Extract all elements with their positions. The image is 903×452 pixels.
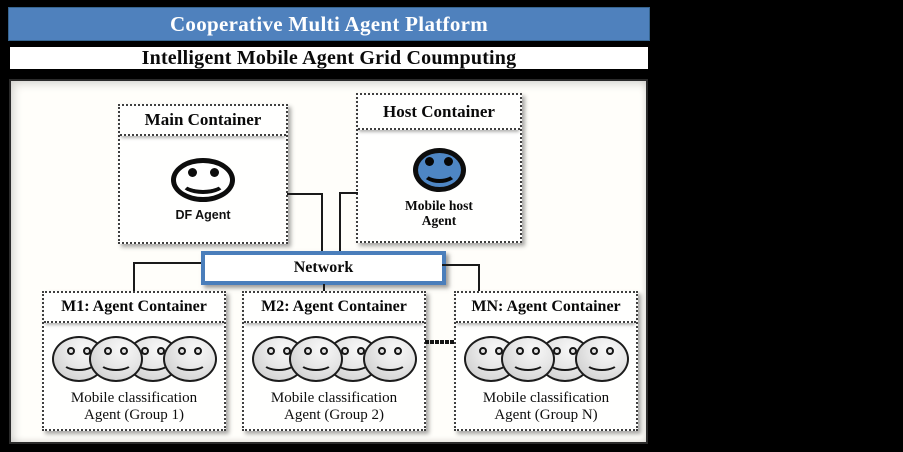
classification-agent-smiley-icon	[162, 336, 217, 382]
network-label: Network	[293, 259, 354, 276]
agent-container-m1-title: M1: Agent Container	[61, 298, 207, 315]
smiley-eyes	[425, 157, 453, 166]
main-container-box: Main Container DF Agent	[118, 104, 288, 244]
agent-container-mn: MN: Agent Container Mobile classificatio…	[454, 291, 638, 431]
smiley-mouth	[372, 354, 407, 371]
agent-group-caption-line2: Agent (Group 1)	[84, 406, 184, 423]
host-container-title: Host Container	[383, 101, 495, 121]
agent-container-m1-header: M1: Agent Container	[44, 293, 224, 323]
smiley-mouth	[584, 354, 619, 371]
main-container-header: Main Container	[120, 106, 286, 136]
classification-agent-smiley-icon	[574, 336, 629, 382]
diagram-panel: Main Container DF Agent Host Container M…	[9, 79, 648, 444]
main-container-title: Main Container	[144, 110, 262, 129]
smiley-eye	[425, 157, 434, 166]
agent-group-caption: Mobile classification Agent (Group 2)	[271, 390, 397, 423]
smiley-mouth	[421, 162, 457, 183]
agent-group-icons	[463, 336, 629, 382]
connector-network-to-m1-v	[133, 262, 135, 291]
continuation-ellipsis-icon	[425, 340, 457, 344]
smiley-mouth	[98, 354, 133, 371]
connector-main-to-network-h	[287, 193, 323, 195]
agent-group-caption-line2: Agent (Group 2)	[284, 406, 384, 423]
host-container-box: Host Container Mobile host Agent	[356, 93, 522, 243]
connector-network-to-mn-h	[442, 264, 480, 266]
host-container-header: Host Container	[358, 95, 520, 130]
agent-group-caption-line1: Mobile classification	[482, 390, 610, 406]
platform-title-bar: Cooperative Multi Agent Platform	[8, 7, 650, 41]
agent-group-caption-line1: Mobile classification	[70, 390, 198, 406]
connector-network-to-m1-h	[133, 262, 201, 264]
agent-group-icons	[251, 336, 417, 382]
agent-container-m2-header: M2: Agent Container	[244, 293, 424, 323]
agent-group-caption: Mobile classification Agent (Group 1)	[71, 390, 197, 423]
connector-main-to-network-v	[321, 193, 323, 251]
agent-container-m2-title: M2: Agent Container	[261, 298, 407, 315]
subtitle-bar: Intelligent Mobile Agent Grid Coumputing	[8, 45, 650, 71]
platform-title: Cooperative Multi Agent Platform	[169, 11, 489, 36]
agent-group-icons	[51, 336, 217, 382]
mobile-host-agent-label-line2: Agent	[421, 213, 457, 228]
connector-network-to-mn-v	[478, 264, 480, 291]
subtitle-text: Intelligent Mobile Agent Grid Coumputing	[141, 46, 517, 69]
smiley-mouth	[135, 354, 170, 371]
connector-network-to-m2-v	[323, 284, 325, 291]
network-box: Network	[201, 251, 446, 285]
mobile-host-agent-label-line1: Mobile host	[405, 198, 473, 213]
agent-container-mn-title: MN: Agent Container	[471, 298, 621, 315]
agent-group-caption: Mobile classification Agent (Group N)	[483, 390, 609, 423]
classification-agent-smiley-icon	[500, 336, 555, 382]
smiley-mouth	[473, 354, 508, 371]
agent-group-caption-line1: Mobile classification	[270, 390, 398, 406]
smiley-mouth	[298, 354, 333, 371]
smiley-mouth	[180, 171, 226, 194]
connector-host-to-network-h	[339, 192, 358, 194]
agent-container-m2: M2: Agent Container Mobile classificatio…	[242, 291, 426, 431]
classification-agent-smiley-icon	[362, 336, 417, 382]
smiley-mouth	[61, 354, 96, 371]
classification-agent-smiley-icon	[88, 336, 143, 382]
df-agent-label: DF Agent	[175, 208, 231, 222]
smiley-eye	[444, 157, 453, 166]
agent-container-mn-header: MN: Agent Container	[456, 293, 636, 323]
mobile-host-agent-label: Mobile host Agent	[405, 198, 473, 228]
agent-container-m1: M1: Agent Container Mobile classificatio…	[42, 291, 226, 431]
df-agent-smiley-icon	[171, 158, 235, 202]
smiley-mouth	[172, 354, 207, 371]
agent-group-caption-line2: Agent (Group N)	[494, 406, 598, 423]
classification-agent-smiley-icon	[288, 336, 343, 382]
connector-host-to-network-v	[339, 192, 341, 251]
mobile-host-agent-smiley-icon	[412, 148, 466, 192]
smiley-mouth	[335, 354, 370, 371]
smiley-mouth	[547, 354, 582, 371]
smiley-mouth	[510, 354, 545, 371]
smiley-mouth	[261, 354, 296, 371]
